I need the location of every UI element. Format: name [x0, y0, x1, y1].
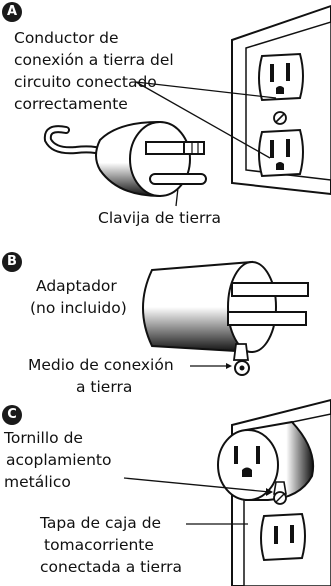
screw-c: [273, 481, 287, 505]
screw-label-line-3: metálico: [4, 473, 71, 491]
ground-means-label-line-2: a tierra: [76, 378, 133, 396]
screw-label-line-2: acoplamiento: [6, 451, 112, 469]
cover-label-line-2: tomacorriente: [44, 536, 154, 554]
ground-conductor-label-line-3: circuito conectado: [14, 73, 157, 91]
ground-conductor-label-line-1: Conductor de: [14, 29, 119, 47]
screw-a: [273, 111, 287, 125]
adapter-b: [142, 260, 309, 376]
section-badge-c: C: [2, 405, 22, 425]
cover-label-line-3: conectada a tierra: [40, 558, 183, 576]
adapter-label-line-1: Adaptador: [36, 277, 117, 295]
section-badge-a: A: [2, 2, 22, 22]
plug-a: [43, 120, 207, 198]
outlet-lower-c: [260, 512, 306, 562]
adapter-in-outlet-c: [217, 420, 314, 501]
ground-conductor-label-line-2: conexión a tierra del: [14, 51, 174, 69]
leader-lines-c: [123, 477, 273, 525]
leader-line-b: [190, 363, 232, 369]
leader-lines-a: [135, 81, 277, 207]
ground-conductor-label-line-4: correctamente: [14, 95, 128, 113]
ground-means-label-line-1: Medio de conexión: [28, 356, 174, 374]
ground-pin-label: Clavija de tierra: [98, 209, 222, 227]
outlet-upper-a: [258, 52, 304, 102]
adapter-label-line-2: (no incluido): [30, 299, 127, 317]
outlet-lower-a: [258, 128, 304, 178]
cover-label-line-1: Tapa de caja de: [40, 514, 162, 532]
section-badge-b: B: [2, 252, 22, 272]
screw-label-line-1: Tornillo de: [4, 429, 83, 447]
